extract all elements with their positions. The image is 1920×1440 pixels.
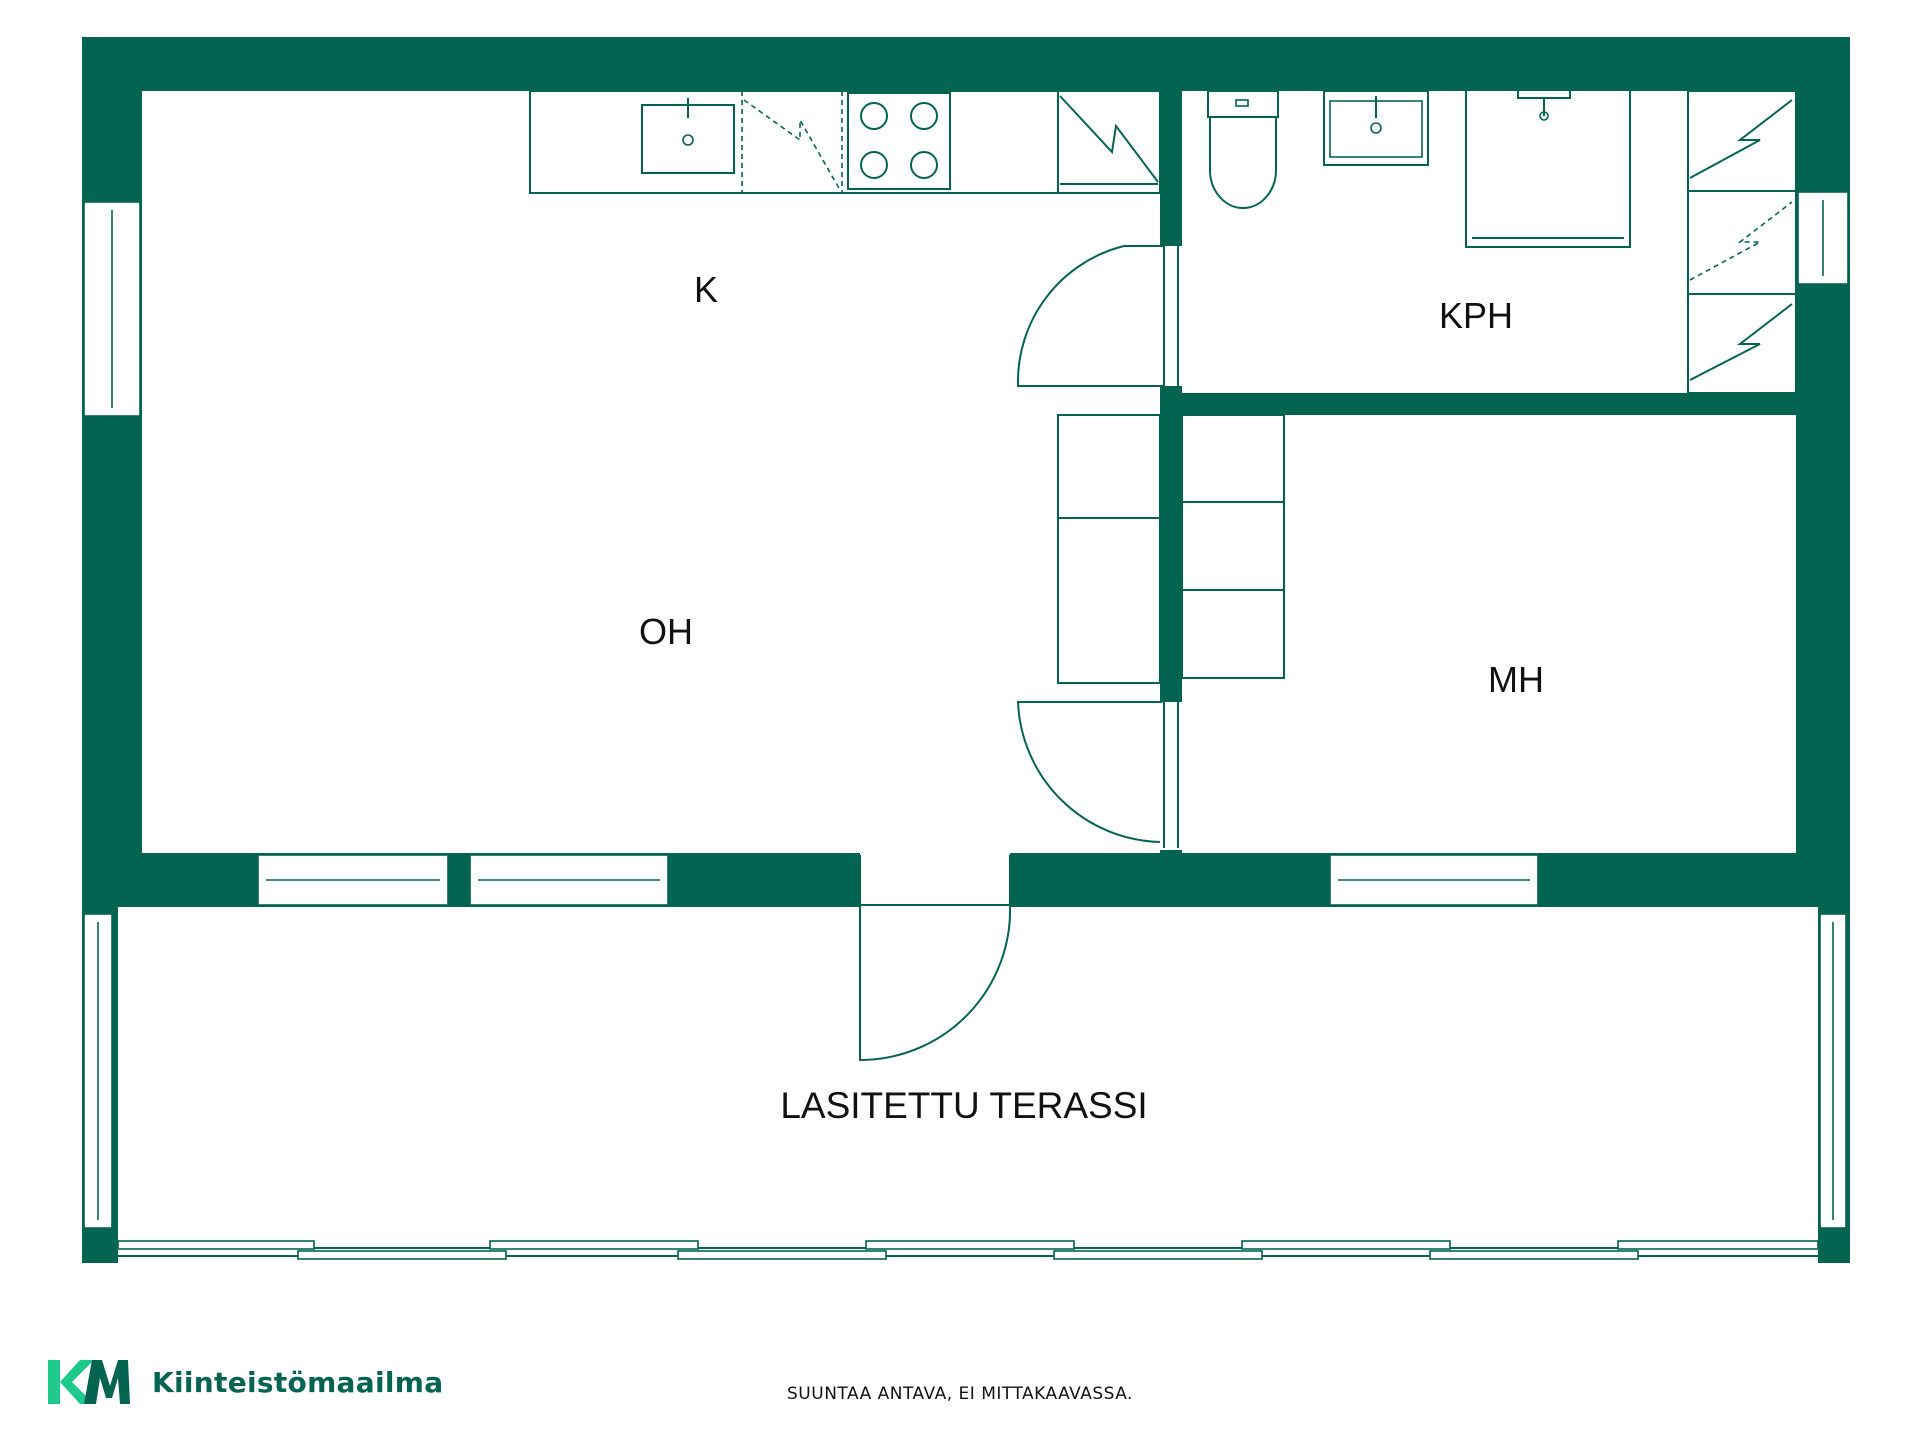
room-label-kitchen: K bbox=[694, 269, 718, 310]
brand-logo: Kiinteistömaailma bbox=[46, 1358, 443, 1406]
walls bbox=[82, 37, 1850, 1263]
km-logo-icon bbox=[48, 1360, 130, 1404]
room-label-bathroom: KPH bbox=[1439, 295, 1513, 336]
doors bbox=[859, 245, 1182, 1062]
brand-name: Kiinteistömaailma bbox=[152, 1365, 444, 1399]
kitchen-counter bbox=[529, 90, 1161, 194]
scale-disclaimer: SUUNTAA ANTAVA, EI MITTAKAAVASSA. bbox=[787, 1384, 1133, 1404]
room-label-living-room: OH bbox=[639, 611, 693, 652]
bedroom-wardrobe bbox=[1181, 414, 1285, 679]
room-labels: K OH KPH MH LASITETTU TERASSI bbox=[639, 269, 1544, 1126]
terrace-glazing bbox=[117, 1240, 1819, 1260]
room-label-bedroom: MH bbox=[1488, 659, 1544, 700]
windows bbox=[83, 191, 1849, 1229]
bathroom-fixtures bbox=[1207, 88, 1797, 394]
living-wardrobe bbox=[1057, 414, 1161, 684]
room-label-terrace: LASITETTU TERASSI bbox=[780, 1085, 1147, 1126]
